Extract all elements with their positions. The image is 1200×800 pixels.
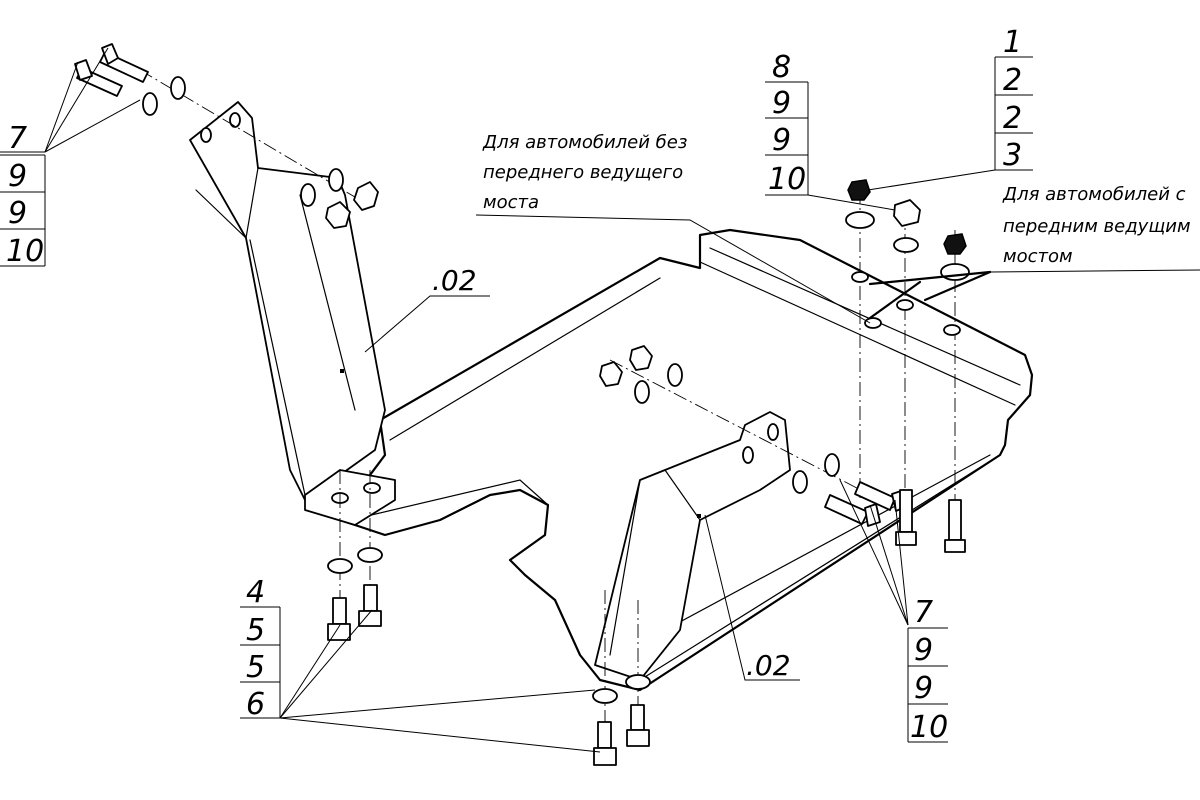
callout-7: 7 — [914, 595, 933, 630]
nut-icon — [353, 181, 379, 211]
callout-2: 2 — [1003, 101, 1022, 136]
callout-3: 3 — [1003, 138, 1022, 173]
lock-nut-icon — [847, 179, 871, 201]
nut-icon — [599, 361, 623, 387]
right-bracket — [594, 411, 791, 681]
callout-9: 9 — [914, 671, 933, 706]
washer-icon — [625, 674, 651, 690]
washer-icon — [893, 237, 919, 253]
washer-icon — [824, 453, 840, 477]
nut-icon — [893, 199, 921, 227]
part-ref-left-bracket: .02 — [432, 264, 477, 297]
bolt-icon — [895, 489, 917, 546]
washer-icon — [357, 547, 383, 563]
washer-icon — [845, 211, 875, 229]
svg-text:переднего ведущего: переднего ведущего — [483, 162, 683, 183]
hardware-top-right — [845, 179, 992, 553]
callout-6: 6 — [246, 687, 265, 722]
bolt-icon — [626, 704, 650, 747]
hardware-top-left — [74, 43, 379, 229]
bolt-icon — [358, 584, 382, 627]
callout-table-bottom-right: 7 9 9 10 — [907, 595, 948, 745]
mount-hole — [851, 271, 869, 283]
svg-text:мостом: мостом — [1003, 246, 1073, 267]
bolt-icon — [327, 597, 351, 641]
left-bracket — [189, 101, 396, 526]
washer-icon — [592, 688, 618, 704]
washer-icon — [667, 363, 683, 387]
callout-table-top-center: 8 9 9 10 — [765, 50, 809, 197]
callout-2: 2 — [1003, 63, 1022, 98]
washer-icon — [940, 263, 970, 281]
hardware-bottom-center — [592, 674, 651, 766]
callout-table-top-left: 7 9 9 10 — [0, 121, 46, 269]
bolt-icon — [74, 59, 123, 97]
leader-lines — [0, 47, 1200, 753]
callout-10: 10 — [768, 162, 806, 197]
callout-1: 1 — [1003, 25, 1022, 60]
washer-icon — [792, 470, 808, 494]
callout-9: 9 — [8, 159, 27, 194]
washer-icon — [300, 183, 316, 207]
washer-icon — [328, 168, 344, 192]
bolt-icon — [593, 721, 617, 766]
washer-icon — [327, 558, 353, 574]
nut-icon — [325, 201, 351, 229]
weld-mark-left — [340, 369, 344, 373]
svg-text:Для автомобилей с: Для автомобилей с — [1002, 184, 1186, 205]
callout-9: 9 — [772, 86, 791, 121]
callout-9: 9 — [8, 196, 27, 231]
callout-table-bottom-left: 4 5 5 6 — [240, 575, 281, 722]
callout-table-top-right: 1 2 2 3 — [994, 25, 1033, 173]
bolt-icon — [99, 43, 149, 83]
mount-hole — [896, 299, 914, 311]
washer-icon — [142, 92, 158, 116]
callout-7: 7 — [8, 121, 27, 156]
nut-icon — [629, 345, 653, 371]
lock-nut-icon — [943, 233, 967, 255]
note-with-front-drive: Для автомобилей с передним ведущим мосто… — [1002, 184, 1191, 267]
callout-10: 10 — [910, 710, 948, 745]
svg-text:Для автомобилей без: Для автомобилей без — [482, 132, 687, 153]
callout-5: 5 — [246, 613, 265, 648]
callout-10: 10 — [6, 234, 44, 269]
callout-9: 9 — [772, 123, 791, 158]
callout-5: 5 — [246, 650, 265, 685]
bolt-icon — [944, 499, 966, 553]
svg-text:передним ведущим: передним ведущим — [1003, 216, 1191, 237]
svg-text:моста: моста — [483, 192, 539, 213]
callout-4: 4 — [246, 575, 265, 610]
hardware-bottom-left — [327, 547, 383, 641]
washer-icon — [634, 380, 650, 404]
weld-mark-right — [697, 514, 701, 518]
note-without-front-drive: Для автомобилей без переднего ведущего м… — [482, 132, 687, 213]
mount-hole — [864, 317, 882, 329]
part-ref-right-bracket: .02 — [746, 649, 791, 682]
washer-icon — [170, 76, 186, 100]
mount-hole — [943, 324, 961, 336]
callout-8: 8 — [772, 50, 791, 85]
callout-9: 9 — [914, 633, 933, 668]
